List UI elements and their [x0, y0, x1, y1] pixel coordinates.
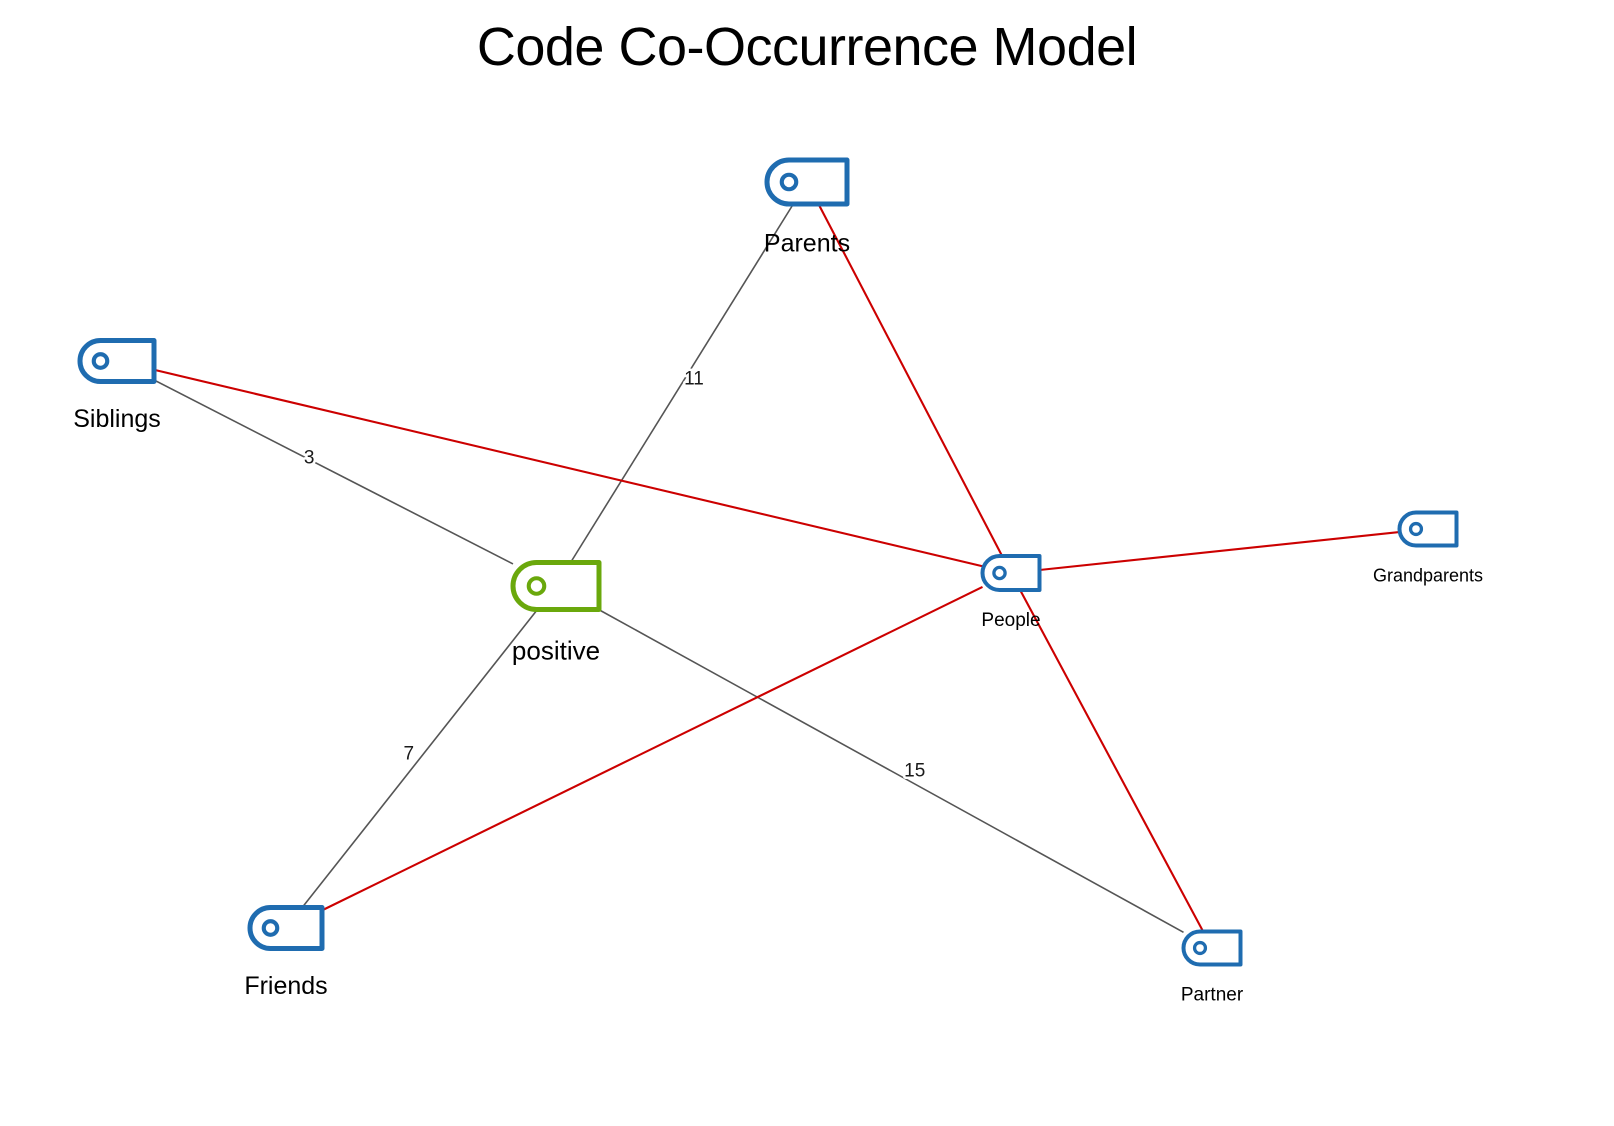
svg-text:3: 3: [304, 448, 315, 469]
edge-people-grandparents[interactable]: [1039, 530, 1400, 572]
node-grandparents[interactable]: Grandparents: [1373, 510, 1483, 586]
svg-text:3: 3: [304, 448, 315, 469]
edge-layer: [153, 203, 1400, 933]
node-label-grandparents: Grandparents: [1373, 565, 1483, 585]
tag-icon: [77, 338, 157, 384]
page-title: Code Co-Occurrence Model: [476, 17, 1138, 77]
node-people[interactable]: People: [980, 554, 1042, 631]
node-friends[interactable]: Friends: [244, 905, 328, 1001]
node-siblings[interactable]: Siblings: [73, 338, 161, 434]
tag-icon: [510, 560, 602, 612]
svg-text:15: 15: [904, 760, 925, 781]
node-positive[interactable]: positive: [510, 560, 602, 666]
node-label-positive: positive: [512, 636, 600, 666]
node-label-parents: Parents: [764, 230, 850, 258]
node-label-people: People: [981, 610, 1040, 631]
tag-icon: [1397, 510, 1459, 548]
node-partner[interactable]: Partner: [1181, 929, 1244, 1006]
edge-people-partner[interactable]: [1019, 589, 1205, 932]
edge-parents-positive[interactable]: [569, 203, 795, 563]
tag-icon: [764, 157, 850, 207]
node-label-partner: Partner: [1181, 984, 1244, 1005]
edge-label-friends-positive: 77: [401, 741, 417, 767]
svg-text:7: 7: [404, 744, 415, 765]
tag-hole-icon: [779, 172, 799, 192]
edge-siblings-positive[interactable]: [153, 379, 514, 565]
node-label-siblings: Siblings: [73, 405, 161, 433]
tag-hole-icon: [1192, 940, 1208, 956]
tag-hole-icon: [526, 576, 547, 596]
edge-positive-partner[interactable]: [598, 608, 1184, 933]
edge-siblings-people[interactable]: [153, 368, 983, 568]
tag-icon: [1181, 929, 1243, 967]
edge-friends-positive[interactable]: [301, 609, 539, 908]
tag-icon: [247, 905, 325, 951]
tag-icon: [980, 554, 1042, 592]
edge-friends-people[interactable]: [321, 586, 983, 912]
node-parents[interactable]: Parents: [764, 157, 850, 258]
tag-hole-icon: [261, 919, 280, 937]
svg-text:11: 11: [684, 368, 704, 389]
node-label-friends: Friends: [244, 972, 327, 1000]
tag-hole-icon: [992, 565, 1007, 581]
tag-hole-icon: [91, 352, 110, 370]
tag-hole-icon: [1408, 521, 1424, 537]
svg-text:15: 15: [904, 760, 925, 781]
edge-label-siblings-positive: 33: [301, 445, 317, 471]
svg-text:7: 7: [404, 744, 415, 765]
svg-text:11: 11: [684, 368, 704, 389]
edge-parents-people[interactable]: [817, 203, 1004, 557]
